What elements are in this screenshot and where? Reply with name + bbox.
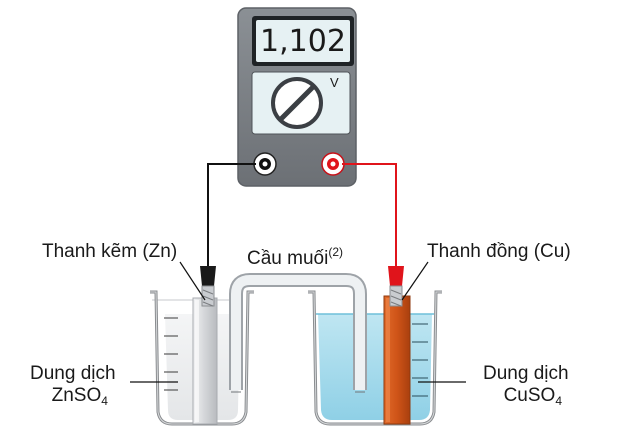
black-wire xyxy=(207,163,256,268)
red-wire xyxy=(342,163,397,268)
copper-rod xyxy=(383,295,411,425)
salt-bridge xyxy=(229,273,367,393)
red-clip xyxy=(388,266,404,307)
right-solution-subscript: 4 xyxy=(555,394,562,408)
right-solution-line1: Dung dịch xyxy=(483,363,569,384)
copper-rod-label: Thanh đồng (Cu) xyxy=(427,241,571,262)
left-solution-line1: Dung dịch xyxy=(30,363,116,384)
right-solution-label: Dung dịch CuSO4 xyxy=(483,363,569,412)
right-solution-formula: CuSO4 xyxy=(483,385,569,412)
volt-unit-label: V xyxy=(330,75,339,90)
left-solution-subscript: 4 xyxy=(101,394,108,408)
salt-bridge-label: Cầu muối(2) xyxy=(247,241,343,270)
left-solution-formula-text: ZnSO xyxy=(51,385,102,406)
voltmeter-reading: 1,102 xyxy=(260,24,346,59)
zinc-rod xyxy=(192,297,218,425)
left-solution-label: Dung dịch ZnSO4 xyxy=(30,363,116,412)
black-clip xyxy=(200,266,216,307)
right-beaker xyxy=(308,290,442,426)
salt-bridge-note: (2) xyxy=(328,245,343,259)
pointer-lines xyxy=(130,261,466,383)
salt-bridge-text: Cầu muối xyxy=(247,248,329,269)
left-solution-formula: ZnSO4 xyxy=(30,385,116,412)
zinc-rod-label: Thanh kẽm (Zn) xyxy=(42,241,178,262)
right-solution-formula-text: CuSO xyxy=(503,385,556,406)
voltmeter xyxy=(237,7,357,187)
